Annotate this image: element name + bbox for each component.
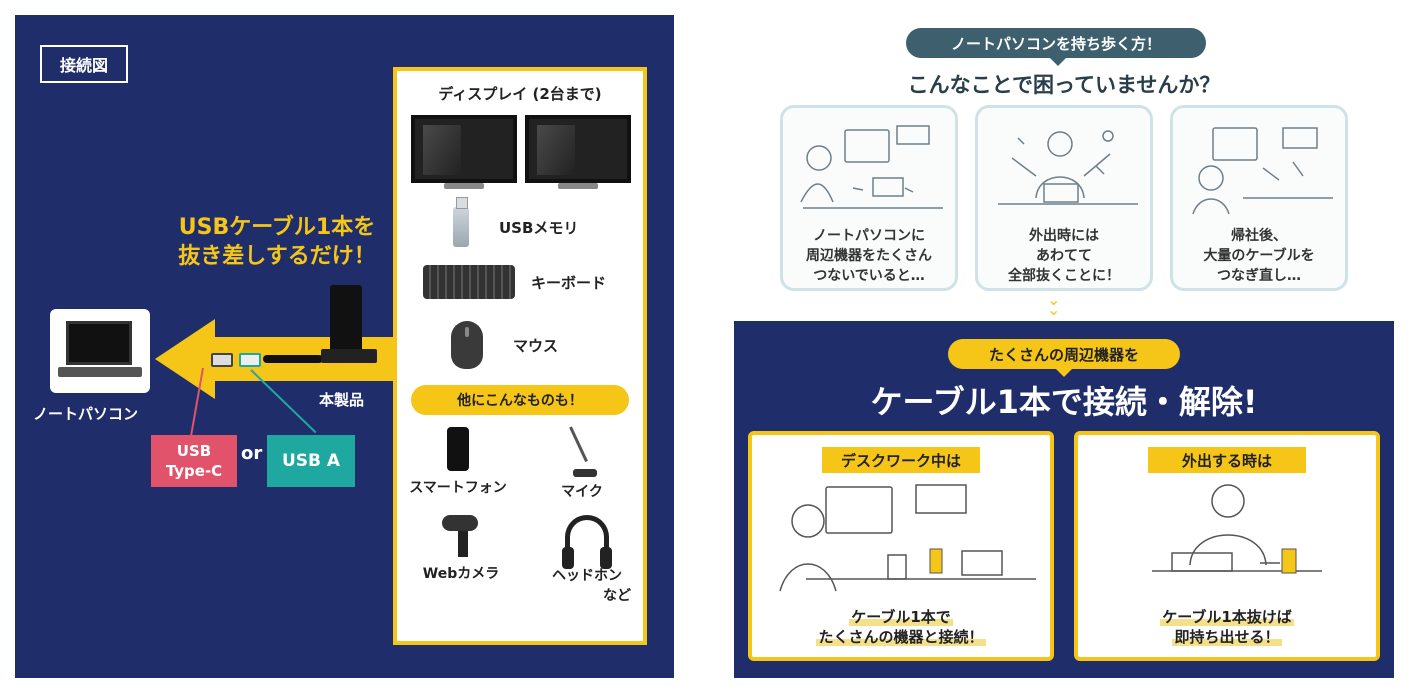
usb-memory-icon	[453, 197, 469, 247]
monitor-icon	[525, 115, 631, 183]
unplugged-laptop-illustration	[1152, 484, 1322, 574]
card-tag: 外出する時は	[1148, 447, 1306, 473]
problem-text: ノートパソコンに 周辺機器をたくさん つないでいると…	[783, 226, 955, 286]
monitor-icon	[411, 115, 517, 183]
webcam-item: Webカメラ	[411, 509, 511, 583]
reconnecting-cables-illustration	[1192, 127, 1333, 215]
webcam-icon	[436, 509, 486, 559]
headphones-etc-label: など	[603, 588, 631, 604]
card-line: たくさんの機器と接続！	[816, 628, 986, 646]
others-pill: 他にこんなものも！	[411, 385, 629, 415]
laptop-screen	[66, 321, 132, 365]
mouse-label: マウス	[513, 336, 559, 355]
mouse-icon	[451, 321, 483, 369]
problem-line: ノートパソコンに	[813, 228, 925, 244]
card-tag: デスクワーク中は	[822, 447, 980, 473]
peripheral-devices-box: ディスプレイ (2台まで) USBメモリ キーボード マウス 他にこんなものも！…	[393, 67, 647, 645]
card-line: 即持ち出せる！	[1172, 628, 1282, 646]
smartphone-item: スマートフォン	[403, 427, 513, 497]
problem-text: 外出時には あわてて 全部抜くことに！	[978, 226, 1150, 286]
problem-card: 帰社後、 大量のケーブルを つなぎ直し…	[1170, 105, 1348, 291]
product-label: 本製品	[319, 391, 365, 409]
headphones-icon	[562, 515, 612, 569]
card-text: ケーブル1本で たくさんの機器と接続！	[752, 607, 1050, 647]
desk-setup-illustration	[779, 484, 1036, 592]
headphones-item: ヘッドホン など	[537, 515, 637, 605]
laptop-label: ノートパソコン	[33, 405, 139, 423]
docking-station-base	[321, 349, 377, 363]
device-row-keyboard: キーボード	[397, 265, 643, 299]
mic-item: マイク	[537, 427, 627, 501]
diagram-label: 接続図	[40, 45, 128, 83]
problem-line: 周辺機器をたくさん	[806, 248, 932, 264]
docking-station-icon	[330, 285, 362, 357]
or-label: or	[241, 443, 263, 464]
mic-icon	[565, 427, 599, 477]
usb-a-plug-icon	[239, 353, 261, 367]
problem-line: 全部抜くことに！	[1008, 268, 1120, 284]
problem-line: つないでいると…	[813, 268, 925, 284]
type-c-line-1: USB	[176, 442, 212, 460]
webcam-label: Webカメラ	[422, 566, 500, 582]
smartphone-label: スマートフォン	[409, 480, 507, 496]
problem-line: 外出時には	[1029, 228, 1099, 244]
laptop-base	[58, 367, 142, 377]
message-line-1: USBケーブル1本を	[178, 215, 376, 240]
usb-memory-label: USBメモリ	[499, 218, 579, 237]
question-pill: ノートパソコンを持ち歩く方！	[906, 28, 1206, 66]
problem-line: つなぎ直し…	[1217, 268, 1301, 284]
connection-arrow-head	[155, 319, 215, 399]
monitor-stand	[444, 183, 484, 189]
usb-type-c-plug-icon	[211, 353, 233, 367]
card-text: ケーブル1本抜けば 即持ち出せる！	[1078, 607, 1376, 647]
display-title: ディスプレイ (2台まで)	[438, 85, 602, 103]
problem-card: ノートパソコンに 周辺機器をたくさん つないでいると…	[780, 105, 958, 291]
usb-cable-message: USBケーブル1本を 抜き差しするだけ！	[167, 213, 387, 271]
usb-a-badge: USB A	[267, 435, 355, 487]
usb-cable	[263, 355, 323, 363]
problem-line: 帰社後、	[1231, 228, 1287, 244]
problem-text: 帰社後、 大量のケーブルを つなぎ直し…	[1173, 226, 1345, 286]
monitor-stand	[558, 183, 598, 189]
benefits-panel: ノートパソコンを持ち歩く方！ こんなことで困っていませんか？ ノートパソコンに …	[734, 15, 1394, 678]
mic-label: マイク	[561, 484, 603, 500]
chevron-down-icon: ⌄⌄	[1047, 290, 1061, 319]
keyboard-icon	[423, 265, 515, 299]
device-row-usb-memory: USBメモリ	[397, 197, 643, 247]
connection-diagram-panel: 接続図 USBケーブル1本を 抜き差しするだけ！ ノートパソコン 本製品 USB…	[15, 15, 674, 678]
problem-line: 大量のケーブルを	[1203, 248, 1315, 264]
keyboard-label: キーボード	[531, 273, 607, 292]
card-line: ケーブル1本で	[849, 608, 953, 626]
smartphone-icon	[447, 427, 469, 471]
unplugging-panic-illustration	[998, 130, 1138, 205]
headphones-label: ヘッドホン	[552, 568, 622, 584]
desk-work-card: デスクワーク中は ケーブル1本で たくさんの機器と接続！	[748, 431, 1054, 661]
solution-title: ケーブル1本で接続・解除!	[870, 383, 1258, 421]
device-row-mouse: マウス	[397, 321, 643, 369]
problem-line: あわてて	[1036, 248, 1092, 264]
message-line-2: 抜き差しするだけ！	[178, 244, 376, 269]
going-out-card: 外出する時は ケーブル1本抜けば 即持ち出せる！	[1074, 431, 1380, 661]
type-c-line-2: Type-C	[165, 462, 223, 480]
question-title: こんなことで困っていませんか？	[907, 73, 1221, 97]
solution-panel: たくさんの周辺機器を ケーブル1本で接続・解除! デスクワーク中は ケーブル1本…	[734, 321, 1394, 678]
usb-type-c-badge: USB Type-C	[151, 435, 237, 487]
problem-card: 外出時には あわてて 全部抜くことに！	[975, 105, 1153, 291]
cluttered-desk-illustration	[800, 125, 943, 209]
card-line: ケーブル1本抜けば	[1160, 608, 1294, 626]
laptop-icon	[50, 309, 150, 393]
solution-pill: たくさんの周辺機器を	[948, 339, 1180, 377]
